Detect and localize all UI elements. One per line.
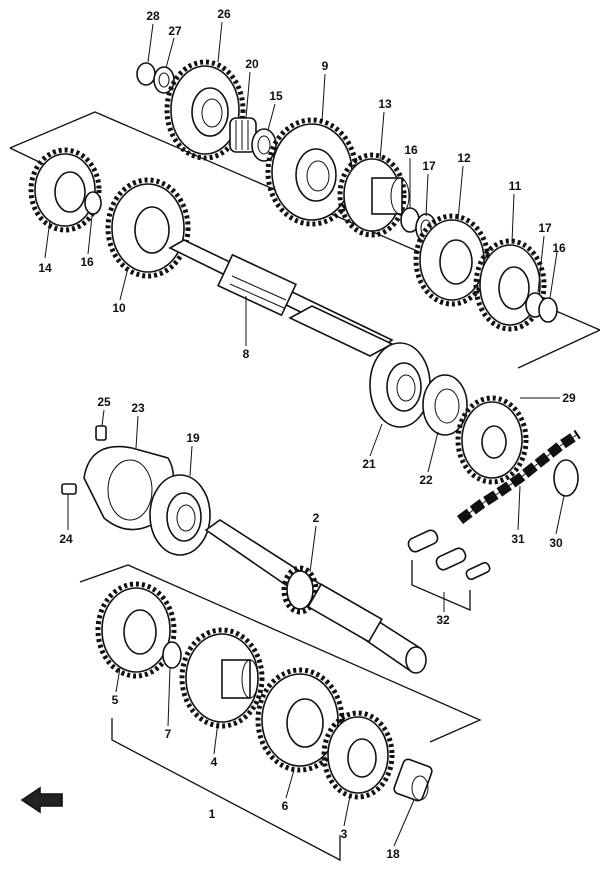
label-part-27: 27 (168, 24, 182, 38)
part-9-gear (265, 117, 359, 227)
label-part-32: 32 (436, 613, 450, 627)
leader-lines (44, 21, 565, 847)
part-16-circlip-end (538, 297, 558, 323)
part-14-gear (28, 147, 102, 233)
front-direction-arrow-icon (20, 786, 63, 814)
part-20-needle-bearing (229, 117, 257, 153)
part-26-gear (164, 59, 246, 161)
label-part-29: 29 (562, 391, 576, 405)
label-part-12: 12 (457, 151, 471, 165)
label-part-22: 22 (419, 473, 433, 487)
label-part-8: 8 (243, 347, 250, 361)
label-part-26: 26 (217, 7, 231, 21)
label-part-11: 11 (509, 179, 522, 193)
part-27-washer (153, 66, 175, 94)
part-3-gear (321, 710, 395, 800)
part-6-gear (255, 667, 345, 773)
label-part-2: 2 (313, 511, 320, 525)
part-31-drive-chain (457, 429, 581, 524)
label-part-14: 14 (38, 261, 52, 275)
label-part-7: 7 (165, 727, 172, 741)
part-15-washer (251, 128, 277, 162)
label-part-24: 24 (59, 532, 73, 546)
label-part-6: 6 (282, 799, 289, 813)
lower-group-outline (79, 564, 482, 862)
part-32-chain-joint (407, 529, 491, 611)
part-2-driveshaft (204, 519, 427, 674)
part-5-gear (95, 581, 177, 679)
part-30-circlip (553, 459, 579, 497)
label-part-13: 13 (378, 97, 392, 111)
part-29-sprocket (455, 395, 529, 485)
label-part-18: 18 (386, 847, 400, 861)
part-13-gear (337, 152, 410, 238)
label-part-4: 4 (211, 755, 218, 769)
part-7-circlip (162, 641, 182, 669)
part-24-screw (61, 483, 77, 495)
part-labels: 28 27 26 20 15 9 13 16 17 12 11 17 16 14… (38, 7, 576, 861)
label-part-20: 20 (245, 57, 259, 71)
label-part-16-end: 16 (552, 241, 566, 255)
label-part-10: 10 (112, 301, 126, 315)
label-part-5: 5 (112, 693, 119, 707)
part-25-screw (95, 425, 107, 441)
label-part-9: 9 (322, 59, 329, 73)
part-21-bearing (369, 342, 431, 428)
part-19-bearing (149, 474, 211, 556)
part-11-gear (473, 238, 547, 332)
label-part-15: 15 (269, 89, 283, 103)
part-10-gear (105, 177, 191, 279)
label-part-19: 19 (186, 431, 200, 445)
part-8-countershaft (168, 239, 394, 357)
part-22-oil-seal (422, 374, 468, 436)
label-part-31: 31 (511, 532, 525, 546)
part-16-circlip-left (84, 191, 102, 215)
label-part-1: 1 (209, 807, 216, 821)
part-4-gear (179, 627, 265, 729)
label-part-16-left: 16 (80, 255, 94, 269)
label-part-17-lower: 17 (538, 221, 552, 235)
label-part-28: 28 (146, 9, 160, 23)
label-part-16-upper: 16 (404, 143, 418, 157)
label-part-3: 3 (341, 827, 348, 841)
label-part-21: 21 (362, 457, 376, 471)
label-part-17-upper: 17 (422, 159, 436, 173)
label-part-30: 30 (549, 536, 563, 550)
part-28-circlip (136, 62, 156, 86)
label-part-25: 25 (97, 395, 111, 409)
label-part-23: 23 (131, 401, 145, 415)
part-18-bushing (393, 758, 433, 802)
